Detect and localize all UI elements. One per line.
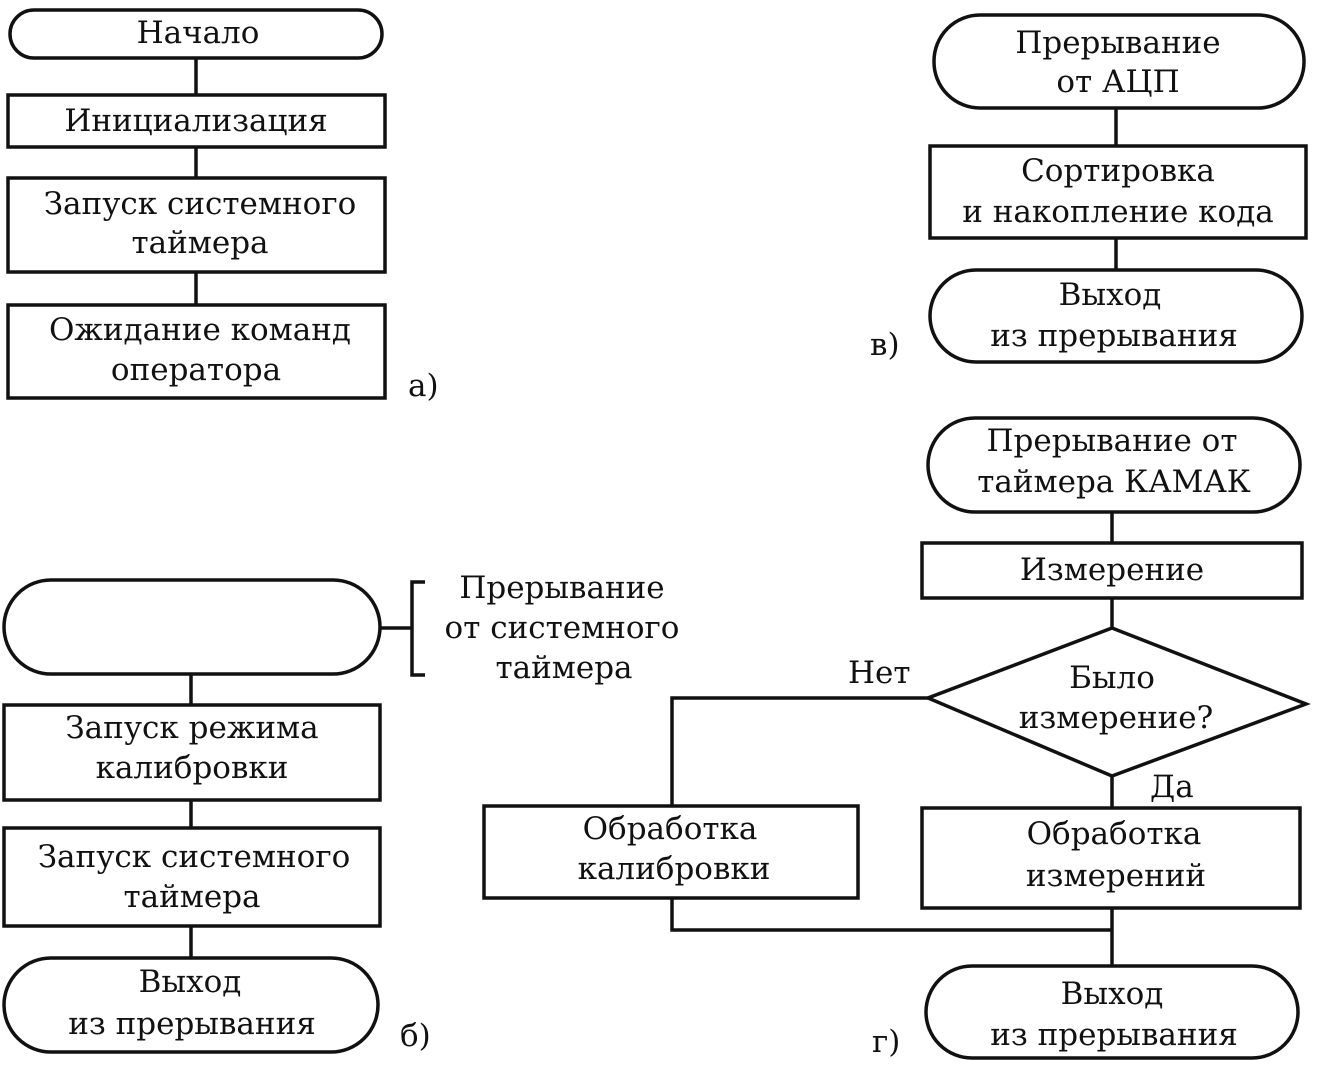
adc-interrupt-label-line1: Прерывание [1015,25,1220,61]
figure-label-a: а) [408,368,439,404]
camac-interrupt-label-line1: Прерывание от [986,423,1237,459]
yes-branch-label: Да [1150,769,1194,805]
flowchart-v: Прерывание от АЦП Сортировка и накоплени… [870,13,1308,364]
sort-accumulate-label-line2: и накопление кода [962,194,1274,230]
exit-label-line1: Выход [1059,277,1162,313]
exit-terminator [924,964,1300,1060]
flowchart-b: Прерывание от системного таймера Запуск … [2,570,680,1054]
figure-label-v: в) [870,327,900,363]
exit-label-line2: из прерывания [68,1006,316,1042]
measurement-label: Измерение [1020,552,1204,588]
timer-start-label-line2: таймера [131,225,268,261]
exit-terminator [2,956,380,1054]
calibration-start-label-line2: калибровки [96,750,289,786]
flowchart-g: Прерывание от таймера КАМАК Измерение Бы… [482,416,1311,1060]
camac-interrupt-label-line2: таймера КАМАК [977,464,1251,500]
figure-label-b: б) [400,1018,431,1054]
measurement-decision [923,626,1311,778]
entry-note-line1: Прерывание [459,570,664,606]
init-label: Инициализация [64,103,327,139]
timer-start-label-line2: таймера [123,879,260,915]
exit-label-line2: из прерывания [990,318,1238,354]
timer-start-process [6,176,387,274]
connector-merge [670,898,1112,932]
sort-accumulate-label-line1: Сортировка [1021,153,1215,189]
camac-interrupt-terminator [926,416,1302,514]
wait-commands-process [6,303,387,400]
adc-interrupt-label-line2: от АЦП [1056,64,1179,100]
measurement-processing-label-line2: измерений [1026,858,1206,894]
no-branch-label: Нет [848,655,911,691]
measurement-processing [920,806,1302,910]
entry-note-line2: от системного [445,610,680,646]
timer-start-label-line1: Запуск системного [38,839,351,875]
exit-label-line2: из прерывания [990,1017,1238,1053]
entry-note-line3: таймера [495,650,632,686]
exit-terminator [928,268,1304,364]
wait-commands-label-line1: Ожидание команд [49,312,351,348]
adc-interrupt-terminator [932,13,1306,110]
sort-accumulate-process [928,144,1308,240]
exit-label-line1: Выход [1061,976,1164,1012]
start-label: Начало [137,15,260,51]
exit-label-line1: Выход [139,964,242,1000]
decision-label-line1: Было [1069,660,1155,696]
annotation-bracket [410,580,425,677]
measurement-processing-label-line1: Обработка [1027,816,1202,852]
calibration-start-process [2,703,382,802]
wait-commands-label-line2: оператора [111,352,281,388]
timer-start-process [2,826,382,928]
init-process [6,93,387,149]
figure-label-g: г) [872,1024,900,1060]
calibration-processing [482,804,860,900]
entry-terminator [2,578,382,676]
timer-start-label-line1: Запуск системного [44,186,357,222]
calibration-start-label-line1: Запуск режима [65,710,318,746]
connector-no [670,696,928,806]
decision-label-line2: измерение? [1019,700,1214,736]
flowchart-a: Начало Инициализация Запуск системного т… [6,8,439,404]
calibration-processing-label-line1: Обработка [583,811,758,847]
calibration-processing-label-line2: калибровки [578,851,771,887]
measurement-process [920,541,1304,600]
start-terminator [8,8,384,60]
